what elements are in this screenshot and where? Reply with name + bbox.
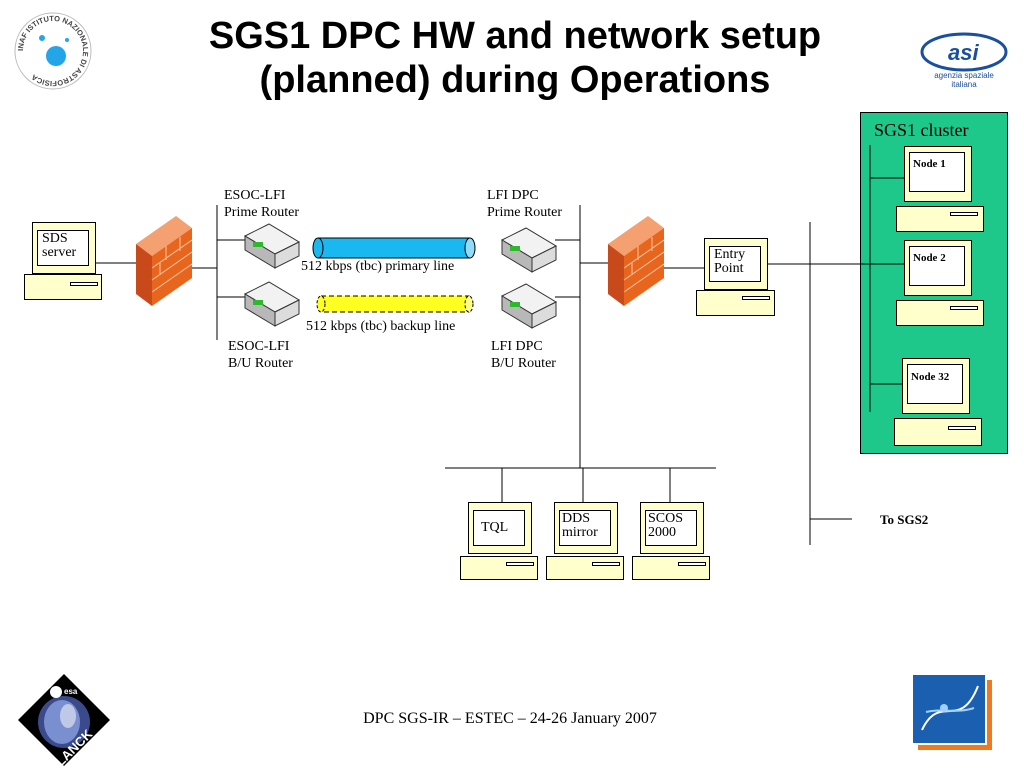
sds-server-computer bbox=[24, 222, 102, 300]
dds-mirror-label: DDS mirror bbox=[562, 512, 598, 540]
lfi-prime-line2: Prime Router bbox=[487, 205, 563, 220]
entry-point-label: Entry Point bbox=[714, 248, 745, 276]
node-2-label: Node 2 bbox=[913, 252, 946, 264]
scos-2000-label: SCOS 2000 bbox=[648, 512, 683, 540]
firewall-icon-left bbox=[136, 216, 192, 306]
router-icon-lfi-bu bbox=[500, 283, 558, 329]
node-1-label: Node 1 bbox=[913, 158, 946, 170]
entry-line2: Point bbox=[714, 261, 744, 276]
asi-logo: asi agenzia spaziale italiana bbox=[920, 32, 1008, 89]
sds-server-label: SDS server bbox=[42, 232, 76, 260]
router-icon-esoc-prime bbox=[243, 223, 301, 269]
dpc-logo bbox=[911, 673, 992, 750]
lfi-bu-router-label: LFI DPC B/U Router bbox=[491, 338, 556, 372]
svg-text:asi: asi bbox=[948, 40, 979, 65]
esoc-bu-line1: ESOC-LFI bbox=[228, 339, 290, 354]
backup-line-cylinder bbox=[316, 295, 474, 313]
sgs1-cluster-label: SGS1 cluster bbox=[874, 120, 969, 140]
tql-label: TQL bbox=[481, 520, 509, 535]
node-1-computer bbox=[896, 146, 984, 232]
tql-computer bbox=[460, 502, 538, 580]
slide-title: SGS1 DPC HW and network setup (planned) … bbox=[120, 14, 910, 102]
inaf-dot bbox=[46, 46, 66, 66]
primary-line-label: 512 kbps (tbc) primary line bbox=[301, 259, 455, 274]
scos-line2: 2000 bbox=[648, 525, 676, 540]
sds-line2: server bbox=[42, 245, 77, 260]
backup-line-label: 512 kbps (tbc) backup line bbox=[306, 319, 456, 334]
slide-footer: DPC SGS-IR – ESTEC – 24-26 January 2007 bbox=[363, 710, 657, 727]
planck-logo: esa PLANCK bbox=[18, 674, 110, 768]
title-line-2: (planned) during Operations bbox=[259, 59, 771, 101]
firewall-icon-right bbox=[608, 216, 664, 306]
lfi-bu-line2: B/U Router bbox=[491, 356, 556, 371]
entry-point-computer bbox=[696, 238, 776, 316]
dds-mirror-computer bbox=[546, 502, 624, 580]
node-32-computer bbox=[894, 358, 982, 446]
esoc-prime-line2: Prime Router bbox=[224, 205, 300, 220]
to-sgs2-label: To SGS2 bbox=[880, 512, 929, 527]
primary-line-cylinder bbox=[312, 237, 476, 259]
title-line-1: SGS1 DPC HW and network setup bbox=[208, 15, 822, 57]
esoc-bu-line2: B/U Router bbox=[228, 356, 293, 371]
esoc-prime-router-label: ESOC-LFI Prime Router bbox=[224, 187, 299, 221]
dds-line2: mirror bbox=[562, 525, 598, 540]
inaf-logo: INAF ISTITUTO NAZIONALE DI ASTROFISICA bbox=[14, 12, 92, 90]
node-32-label: Node 32 bbox=[911, 371, 950, 383]
sds-line1: SDS bbox=[42, 231, 68, 246]
router-icon-lfi-prime bbox=[500, 227, 558, 273]
esoc-bu-router-label: ESOC-LFI B/U Router bbox=[228, 338, 293, 372]
asi-text-1: agenzia spaziale bbox=[934, 71, 994, 80]
lfi-bu-line1: LFI DPC bbox=[491, 339, 543, 354]
scos-line1: SCOS bbox=[648, 511, 684, 526]
lfi-prime-line1: LFI DPC bbox=[487, 188, 539, 203]
esa-text: esa bbox=[64, 687, 78, 696]
asi-text-2: italiana bbox=[951, 80, 977, 89]
dds-line1: DDS bbox=[562, 511, 591, 526]
entry-line1: Entry bbox=[714, 247, 746, 262]
scos-2000-computer bbox=[632, 502, 710, 580]
router-icon-esoc-bu bbox=[243, 281, 301, 327]
lfi-prime-router-label: LFI DPC Prime Router bbox=[487, 187, 562, 221]
esoc-prime-line1: ESOC-LFI bbox=[224, 188, 286, 203]
node-2-computer bbox=[896, 240, 984, 326]
